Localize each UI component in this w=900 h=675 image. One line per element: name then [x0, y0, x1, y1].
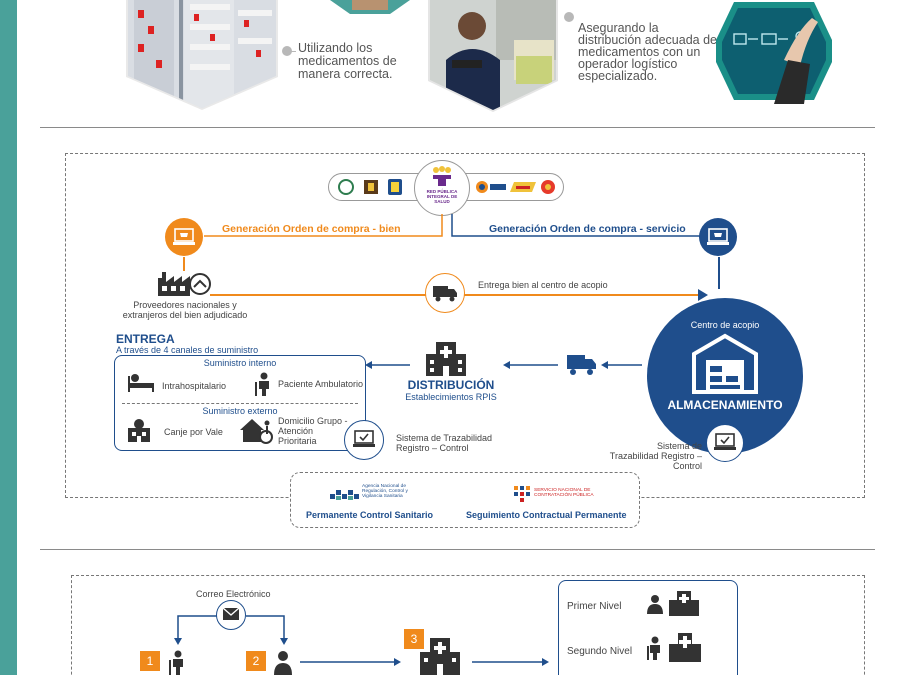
- delivery-label: Entrega bien al centro de acopio: [478, 280, 608, 290]
- section-divider: [40, 549, 875, 550]
- email-branch-lines: [174, 615, 288, 645]
- arcsa-logo-text: Agencia Nacional de Regulación, Control …: [362, 484, 408, 499]
- second-level-label: Segundo Nivel: [567, 646, 633, 657]
- pharmacy-shelves-photo: [126, 0, 278, 110]
- delivery-subtitle: A través de 4 canales de suministro: [116, 345, 259, 355]
- arrow-head: [698, 289, 708, 301]
- storage-label: ALMACENAMIENTO: [667, 398, 783, 412]
- outpatient-label: Paciente Ambulatorio: [278, 379, 364, 389]
- hospital-bed-icon: [128, 374, 154, 392]
- step-badge-2: 2: [246, 651, 266, 671]
- order-goods-label: Generación Orden de compra - bien: [222, 223, 401, 235]
- section-divider: [40, 127, 875, 128]
- bottom-diagram-frame: [71, 575, 865, 675]
- sercop-logo-text: SERVICIO NACIONAL DE CONTRATACIÓN PÚBLIC…: [534, 488, 594, 498]
- truck-icon: [433, 286, 457, 302]
- laptop-cart-icon: [707, 228, 729, 245]
- traceability-label-left: Sistema de Trazabilidad Registro – Contr…: [396, 433, 493, 453]
- rpis-logo-text: RED PÚBLICA INTEGRAL DE SALUD: [426, 189, 458, 204]
- laptop-check-icon: [714, 433, 736, 450]
- traceability-label-right: Sistema de Trazabilidad Registro – Contr…: [609, 441, 702, 471]
- first-level-label: Primer Nivel: [567, 601, 622, 612]
- home-delivery-label: Domicilio Grupo - Atención Prioritaria: [278, 416, 348, 446]
- order-service-label: Generación Orden de compra - servicio: [489, 223, 686, 235]
- suppliers-label: Proveedores nacionales y extranjeros del…: [122, 300, 248, 320]
- caption-logistics-operator: Asegurando la distribución adecuada de m…: [578, 21, 717, 83]
- delivery-title: ENTREGA: [116, 332, 175, 346]
- patient-icon: [169, 650, 183, 675]
- inpatient-label: Intrahospitalario: [162, 381, 227, 391]
- doctor-icon: [274, 651, 292, 675]
- institution-logos-left: [338, 179, 402, 195]
- care-levels-box: [558, 580, 738, 675]
- doctor-icon: [647, 595, 663, 614]
- hospital-icon: [420, 638, 460, 675]
- step-arrows: [300, 658, 549, 666]
- left-accent-bar: [0, 0, 17, 675]
- envelope-icon: [222, 607, 240, 620]
- contract-monitoring-label: Seguimiento Contractual Permanente: [466, 510, 627, 520]
- collection-center-label: Centro de acopio: [690, 320, 760, 330]
- email-label: Correo Electrónico: [196, 589, 271, 599]
- hospital-icon: [669, 591, 699, 616]
- external-supply-header: Suministro externo: [202, 406, 278, 416]
- institution-logos-right: [476, 180, 555, 194]
- supply-channels-box: [114, 355, 366, 451]
- connector-line: [183, 257, 185, 271]
- sanitary-control-label: Permanente Control Sanitario: [306, 510, 434, 520]
- internal-supply-header: Suministro interno: [203, 358, 277, 368]
- hospital-icon: [426, 342, 466, 376]
- rpis-facilities-label: Establecimientos RPIS: [405, 392, 497, 402]
- patient-icon: [647, 636, 660, 660]
- home-wheelchair-icon: [240, 419, 273, 444]
- delivery-truck-icon: [567, 355, 596, 375]
- distribution-label: DISTRIBUCIÓN: [407, 378, 495, 392]
- dashed-separator: [122, 403, 358, 404]
- factory-icon: [158, 272, 211, 296]
- rpis-logo-icon: [433, 166, 451, 186]
- bullet-dot: [282, 46, 292, 56]
- laptop-cart-icon: [173, 228, 195, 245]
- sercop-logo: [514, 486, 530, 502]
- decorative-teal-hexagon: [330, 0, 410, 14]
- hospital-icon: [669, 633, 701, 662]
- voucher-exchange-icon: [128, 419, 150, 442]
- connector-line: [718, 257, 720, 289]
- distribution-arrows: [365, 361, 642, 369]
- order-connector-lines: [204, 214, 716, 237]
- bullet-dot: [564, 12, 574, 22]
- warehouse-worker-photo: [428, 0, 558, 112]
- connector-line: [290, 51, 296, 52]
- arcsa-logo: [330, 490, 359, 500]
- laptop-check-icon: [353, 430, 375, 447]
- step-badge-3: 3: [404, 629, 424, 649]
- step-badge-1: 1: [140, 651, 160, 671]
- voucher-label: Canje por Vale: [164, 427, 223, 437]
- outpatient-icon: [255, 372, 269, 396]
- caption-correct-use: Utilizando los medicamentos de manera co…: [298, 41, 397, 81]
- logistics-touchscreen-photo: [716, 2, 832, 104]
- warehouse-icon: [692, 333, 758, 394]
